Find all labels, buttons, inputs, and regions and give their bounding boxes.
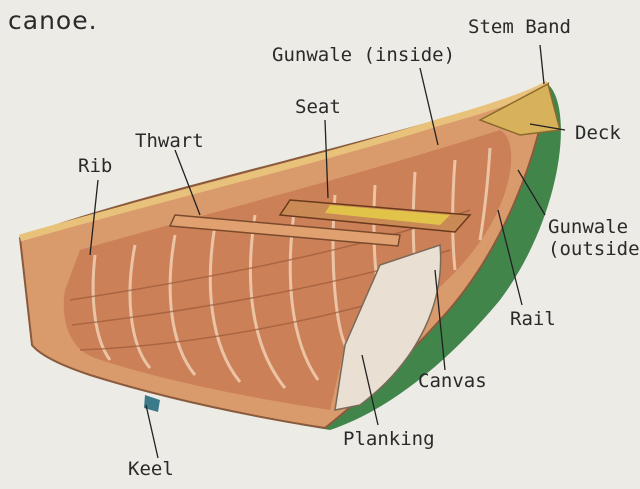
label-canvas: Canvas — [418, 370, 487, 392]
label-gunwale-inside: Gunwale (inside) — [272, 44, 455, 66]
label-stem-band: Stem Band — [468, 16, 571, 38]
caption-text: canoe. — [8, 6, 98, 35]
label-planking: Planking — [343, 428, 435, 450]
label-rib: Rib — [78, 155, 112, 177]
label-gunwale-outside-line1: Gunwale — [548, 216, 640, 238]
label-rail: Rail — [510, 308, 556, 330]
label-keel: Keel — [128, 458, 174, 480]
label-seat: Seat — [295, 96, 341, 118]
label-gunwale-outside: Gunwale (outside) — [548, 216, 640, 260]
label-deck: Deck — [575, 122, 621, 144]
label-gunwale-outside-line2: (outside) — [548, 238, 640, 260]
label-thwart: Thwart — [135, 130, 204, 152]
